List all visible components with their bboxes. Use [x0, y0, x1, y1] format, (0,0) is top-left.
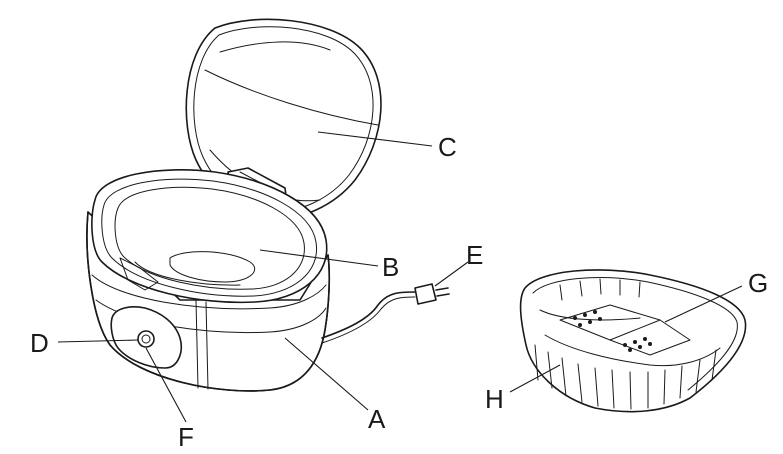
- leader-c: [317, 131, 433, 147]
- label-d: D: [30, 328, 49, 358]
- label-h: H: [485, 384, 504, 414]
- leader-h: [509, 364, 561, 393]
- label-f: F: [178, 422, 194, 452]
- leader-g: [664, 285, 743, 323]
- leader-e: [434, 261, 469, 287]
- cleaner-unit: [86, 18, 450, 392]
- label-e: E: [466, 240, 483, 270]
- basket: [519, 269, 747, 413]
- lid: [185, 18, 382, 220]
- control-panel: [110, 306, 182, 369]
- label-a: A: [368, 404, 386, 434]
- label-b: B: [382, 252, 399, 282]
- leader-d: [57, 339, 139, 343]
- leader-a: [284, 337, 369, 411]
- rim-and-tank: [91, 169, 328, 304]
- leader-b: [259, 249, 379, 267]
- power-cord: [321, 283, 450, 344]
- leader-lines: [57, 131, 743, 423]
- labels: A B C D E F G H: [30, 132, 768, 452]
- label-g: G: [748, 268, 768, 298]
- label-c: C: [438, 132, 457, 162]
- leader-f: [145, 347, 187, 423]
